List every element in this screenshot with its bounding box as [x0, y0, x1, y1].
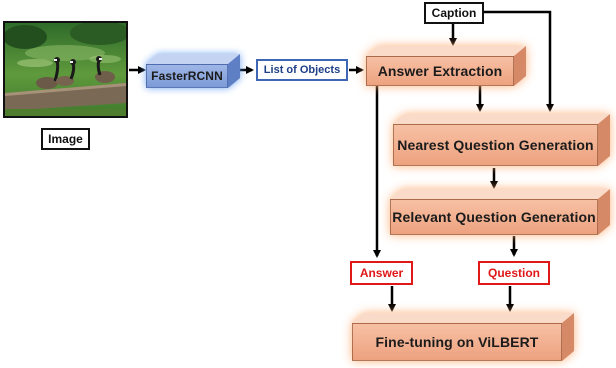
- list-of-objects-box: List of Objects: [256, 59, 348, 81]
- list-of-objects-label: List of Objects: [263, 64, 341, 76]
- fasterrcnn-label: FasterRCNN: [151, 69, 223, 83]
- fasterrcnn-block: FasterRCNN: [146, 54, 240, 88]
- question-label: Question: [487, 266, 540, 280]
- finetuning-vilbert-block: Fine-tuning on ViLBERT: [352, 313, 574, 361]
- arrow-caption-to-nearest-question: [484, 10, 554, 112]
- finetuning-vilbert-label: Fine-tuning on ViLBERT: [375, 334, 539, 350]
- answer-box: Answer: [350, 261, 413, 285]
- image-label-text: Image: [48, 132, 83, 146]
- answer-extraction-block: Answer Extraction: [366, 46, 526, 86]
- nearest-question-generation-block: Nearest Question Generation: [393, 114, 610, 166]
- caption-box: Caption: [424, 2, 484, 24]
- answer-label: Answer: [359, 266, 404, 280]
- nearest-question-generation-label: Nearest Question Generation: [397, 137, 594, 153]
- caption-label: Caption: [431, 6, 477, 20]
- relevant-question-generation-label: Relevant Question Generation: [392, 209, 596, 225]
- geese-photo-illustration: [5, 23, 126, 116]
- question-box: Question: [478, 261, 550, 285]
- input-photo: [3, 21, 128, 118]
- image-label: Image: [41, 128, 90, 150]
- answer-extraction-label: Answer Extraction: [377, 63, 503, 79]
- relevant-question-generation-block: Relevant Question Generation: [390, 189, 610, 235]
